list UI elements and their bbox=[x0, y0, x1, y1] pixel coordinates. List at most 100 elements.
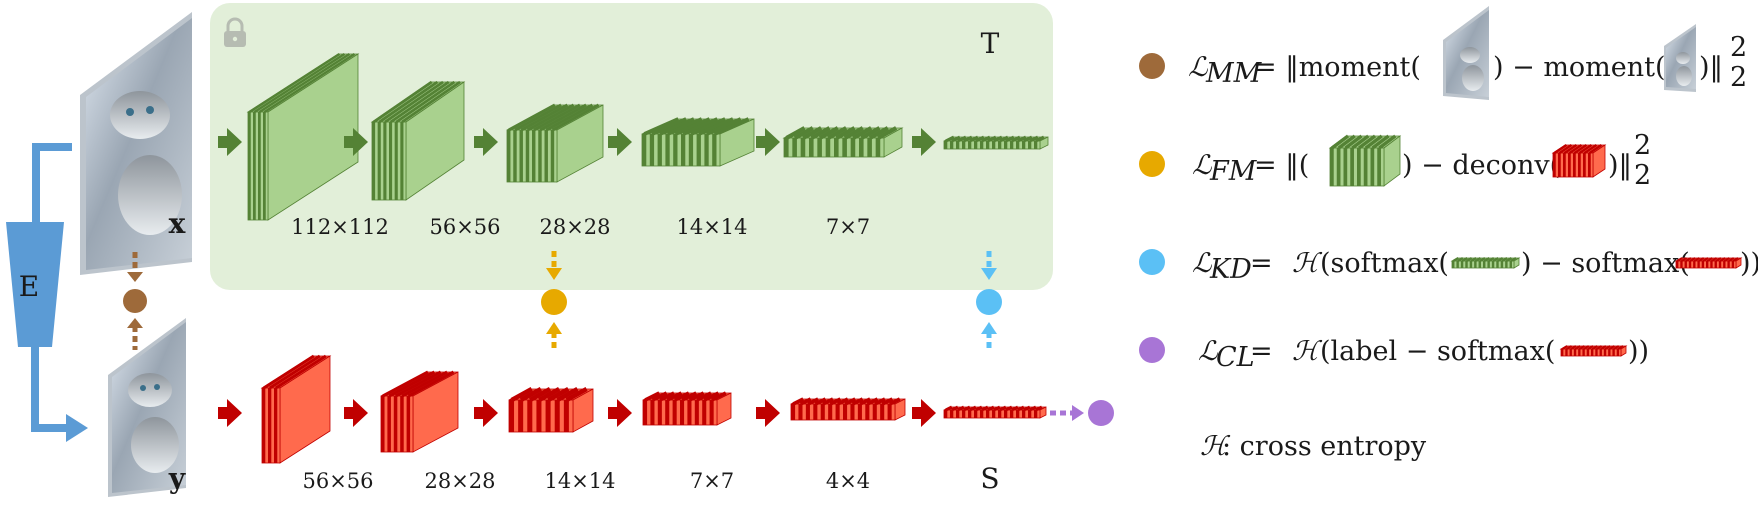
student-flow-arrow bbox=[218, 399, 242, 427]
teacher-flow-arrow bbox=[608, 128, 632, 156]
legend-cl-dot bbox=[1139, 337, 1165, 363]
student-feature-block bbox=[642, 391, 732, 426]
student-feature-block bbox=[790, 397, 906, 421]
legend-cl-student-logits bbox=[1559, 345, 1628, 357]
legend-fm-text-b: ) − deconv( bbox=[1402, 150, 1560, 181]
legend-kd: ℒ KD = ℋ (softmax( ) − softmax( )) bbox=[1139, 248, 1758, 285]
legend-kd-teacher-bar bbox=[1450, 257, 1521, 269]
teacher-feature-block bbox=[370, 80, 466, 201]
teacher-feature-block bbox=[506, 103, 604, 183]
student-flow-arrow bbox=[608, 399, 632, 427]
student-feature-block bbox=[380, 370, 459, 453]
encoder-label: E bbox=[19, 270, 39, 303]
legend-mm-text-a: = ‖moment( bbox=[1254, 52, 1421, 83]
legend: ℒ MM = ‖moment( ) − moment( )‖ 2 2 bbox=[1139, 6, 1758, 462]
legend-mm-l: ℒ bbox=[1188, 52, 1208, 83]
teacher-flow-arrow bbox=[344, 128, 368, 156]
legend-kd-student-bar bbox=[1674, 257, 1743, 269]
legend-cl-text-c: )) bbox=[1628, 336, 1649, 367]
student-size-label: 7×7 bbox=[690, 469, 734, 493]
legend-mm-sup: 2 bbox=[1730, 32, 1747, 63]
fm-connector bbox=[541, 251, 567, 352]
legend-kd-h: ℋ bbox=[1292, 248, 1323, 279]
legend-mm: ℒ MM = ‖moment( ) − moment( )‖ 2 2 bbox=[1139, 6, 1747, 100]
teacher-feature-block bbox=[641, 117, 755, 167]
teacher-feature-block bbox=[782, 126, 904, 158]
teacher-input-image bbox=[80, 12, 192, 275]
legend-fm-sup: 2 bbox=[1634, 130, 1651, 161]
legend-kd-text-d: )) bbox=[1740, 248, 1758, 279]
fm-dot bbox=[541, 289, 567, 315]
legend-fm-text-a: = ‖( bbox=[1254, 150, 1309, 181]
student-network: 56×56 28×28 14×14 7×7 4×4 bbox=[218, 354, 1047, 493]
student-input-image bbox=[108, 318, 186, 497]
student-size-label: 56×56 bbox=[302, 469, 373, 493]
student-flow-arrow bbox=[474, 399, 498, 427]
encoder-path bbox=[6, 143, 88, 442]
student-title: S bbox=[980, 462, 999, 495]
teacher-feature-block bbox=[246, 52, 360, 221]
teacher-feature-block bbox=[943, 135, 1049, 150]
legend-mm-dot bbox=[1139, 53, 1165, 79]
mm-dot bbox=[123, 289, 147, 313]
teacher-size-label: 7×7 bbox=[826, 215, 870, 239]
student-size-label: 14×14 bbox=[544, 469, 615, 493]
legend-mm-image-y bbox=[1664, 24, 1696, 92]
teacher-panel bbox=[210, 3, 1053, 290]
teacher-size-label: 56×56 bbox=[429, 215, 500, 239]
student-image-label: y bbox=[168, 462, 186, 495]
teacher-flow-arrow bbox=[474, 128, 498, 156]
legend-fm-teacher-feature bbox=[1328, 134, 1402, 187]
legend-kd-l: ℒ bbox=[1192, 248, 1212, 279]
legend-fm-student-feature bbox=[1551, 143, 1607, 178]
legend-kd-student-logits bbox=[1674, 257, 1743, 269]
legend-fm-subn: 2 bbox=[1634, 160, 1651, 191]
legend-kd-teacher-logits bbox=[1450, 257, 1521, 269]
legend-cl: ℒ CL = ℋ (label − softmax( )) bbox=[1139, 336, 1649, 373]
legend-kd-text-a: = bbox=[1250, 248, 1273, 279]
teacher-size-label: 112×112 bbox=[291, 215, 389, 239]
legend-kd-dot bbox=[1139, 249, 1165, 275]
cl-dot bbox=[1088, 400, 1114, 426]
legend-cl-h: ℋ bbox=[1292, 336, 1323, 367]
mm-connector bbox=[123, 252, 147, 350]
legend-note-h: ℋ bbox=[1200, 431, 1231, 462]
legend-cl-l: ℒ bbox=[1198, 336, 1218, 367]
teacher-size-label: 28×28 bbox=[539, 215, 610, 239]
encoder-block bbox=[6, 222, 64, 347]
teacher-flow-arrow bbox=[912, 128, 936, 156]
legend-kd-sub: KD bbox=[1209, 254, 1252, 285]
encoder-arrow-head bbox=[66, 414, 88, 442]
kd-dot bbox=[976, 289, 1002, 315]
legend-cl-text-a: = bbox=[1250, 336, 1273, 367]
student-size-label: 28×28 bbox=[424, 469, 495, 493]
legend-fm: ℒ FM = ‖( ) − deconv( )‖ 2 2 bbox=[1139, 130, 1651, 191]
teacher-image-label: x bbox=[169, 207, 186, 240]
legend-note: ℋ : cross entropy bbox=[1200, 431, 1427, 462]
legend-note-text: : cross entropy bbox=[1222, 431, 1427, 462]
legend-fm-student-block bbox=[1551, 143, 1607, 178]
legend-kd-text-c: ) − softmax( bbox=[1521, 248, 1690, 279]
legend-fm-text-c: )‖ bbox=[1608, 150, 1632, 181]
teacher-flow-arrow bbox=[756, 128, 780, 156]
legend-kd-text-b: (softmax( bbox=[1320, 248, 1449, 279]
legend-fm-teacher-block bbox=[1328, 134, 1402, 187]
legend-fm-sub: FM bbox=[1209, 156, 1258, 187]
legend-mm-text-b: ) − moment( bbox=[1493, 52, 1666, 83]
teacher-title: T bbox=[981, 27, 1000, 60]
legend-cl-sub: CL bbox=[1216, 342, 1255, 373]
student-flow-arrow bbox=[912, 399, 936, 427]
student-size-label: 4×4 bbox=[826, 469, 870, 493]
legend-cl-student-bar bbox=[1559, 345, 1628, 357]
student-flow-arrow bbox=[756, 399, 780, 427]
legend-cl-text-b: (label − softmax( bbox=[1320, 336, 1555, 367]
legend-mm-subn: 2 bbox=[1730, 62, 1747, 93]
student-feature-block bbox=[943, 405, 1047, 419]
kd-connector bbox=[976, 251, 1002, 352]
cl-connector bbox=[1050, 400, 1114, 426]
student-flow-arrow bbox=[344, 399, 368, 427]
legend-mm-text-c: )‖ bbox=[1699, 52, 1723, 83]
student-feature-block bbox=[260, 354, 332, 464]
